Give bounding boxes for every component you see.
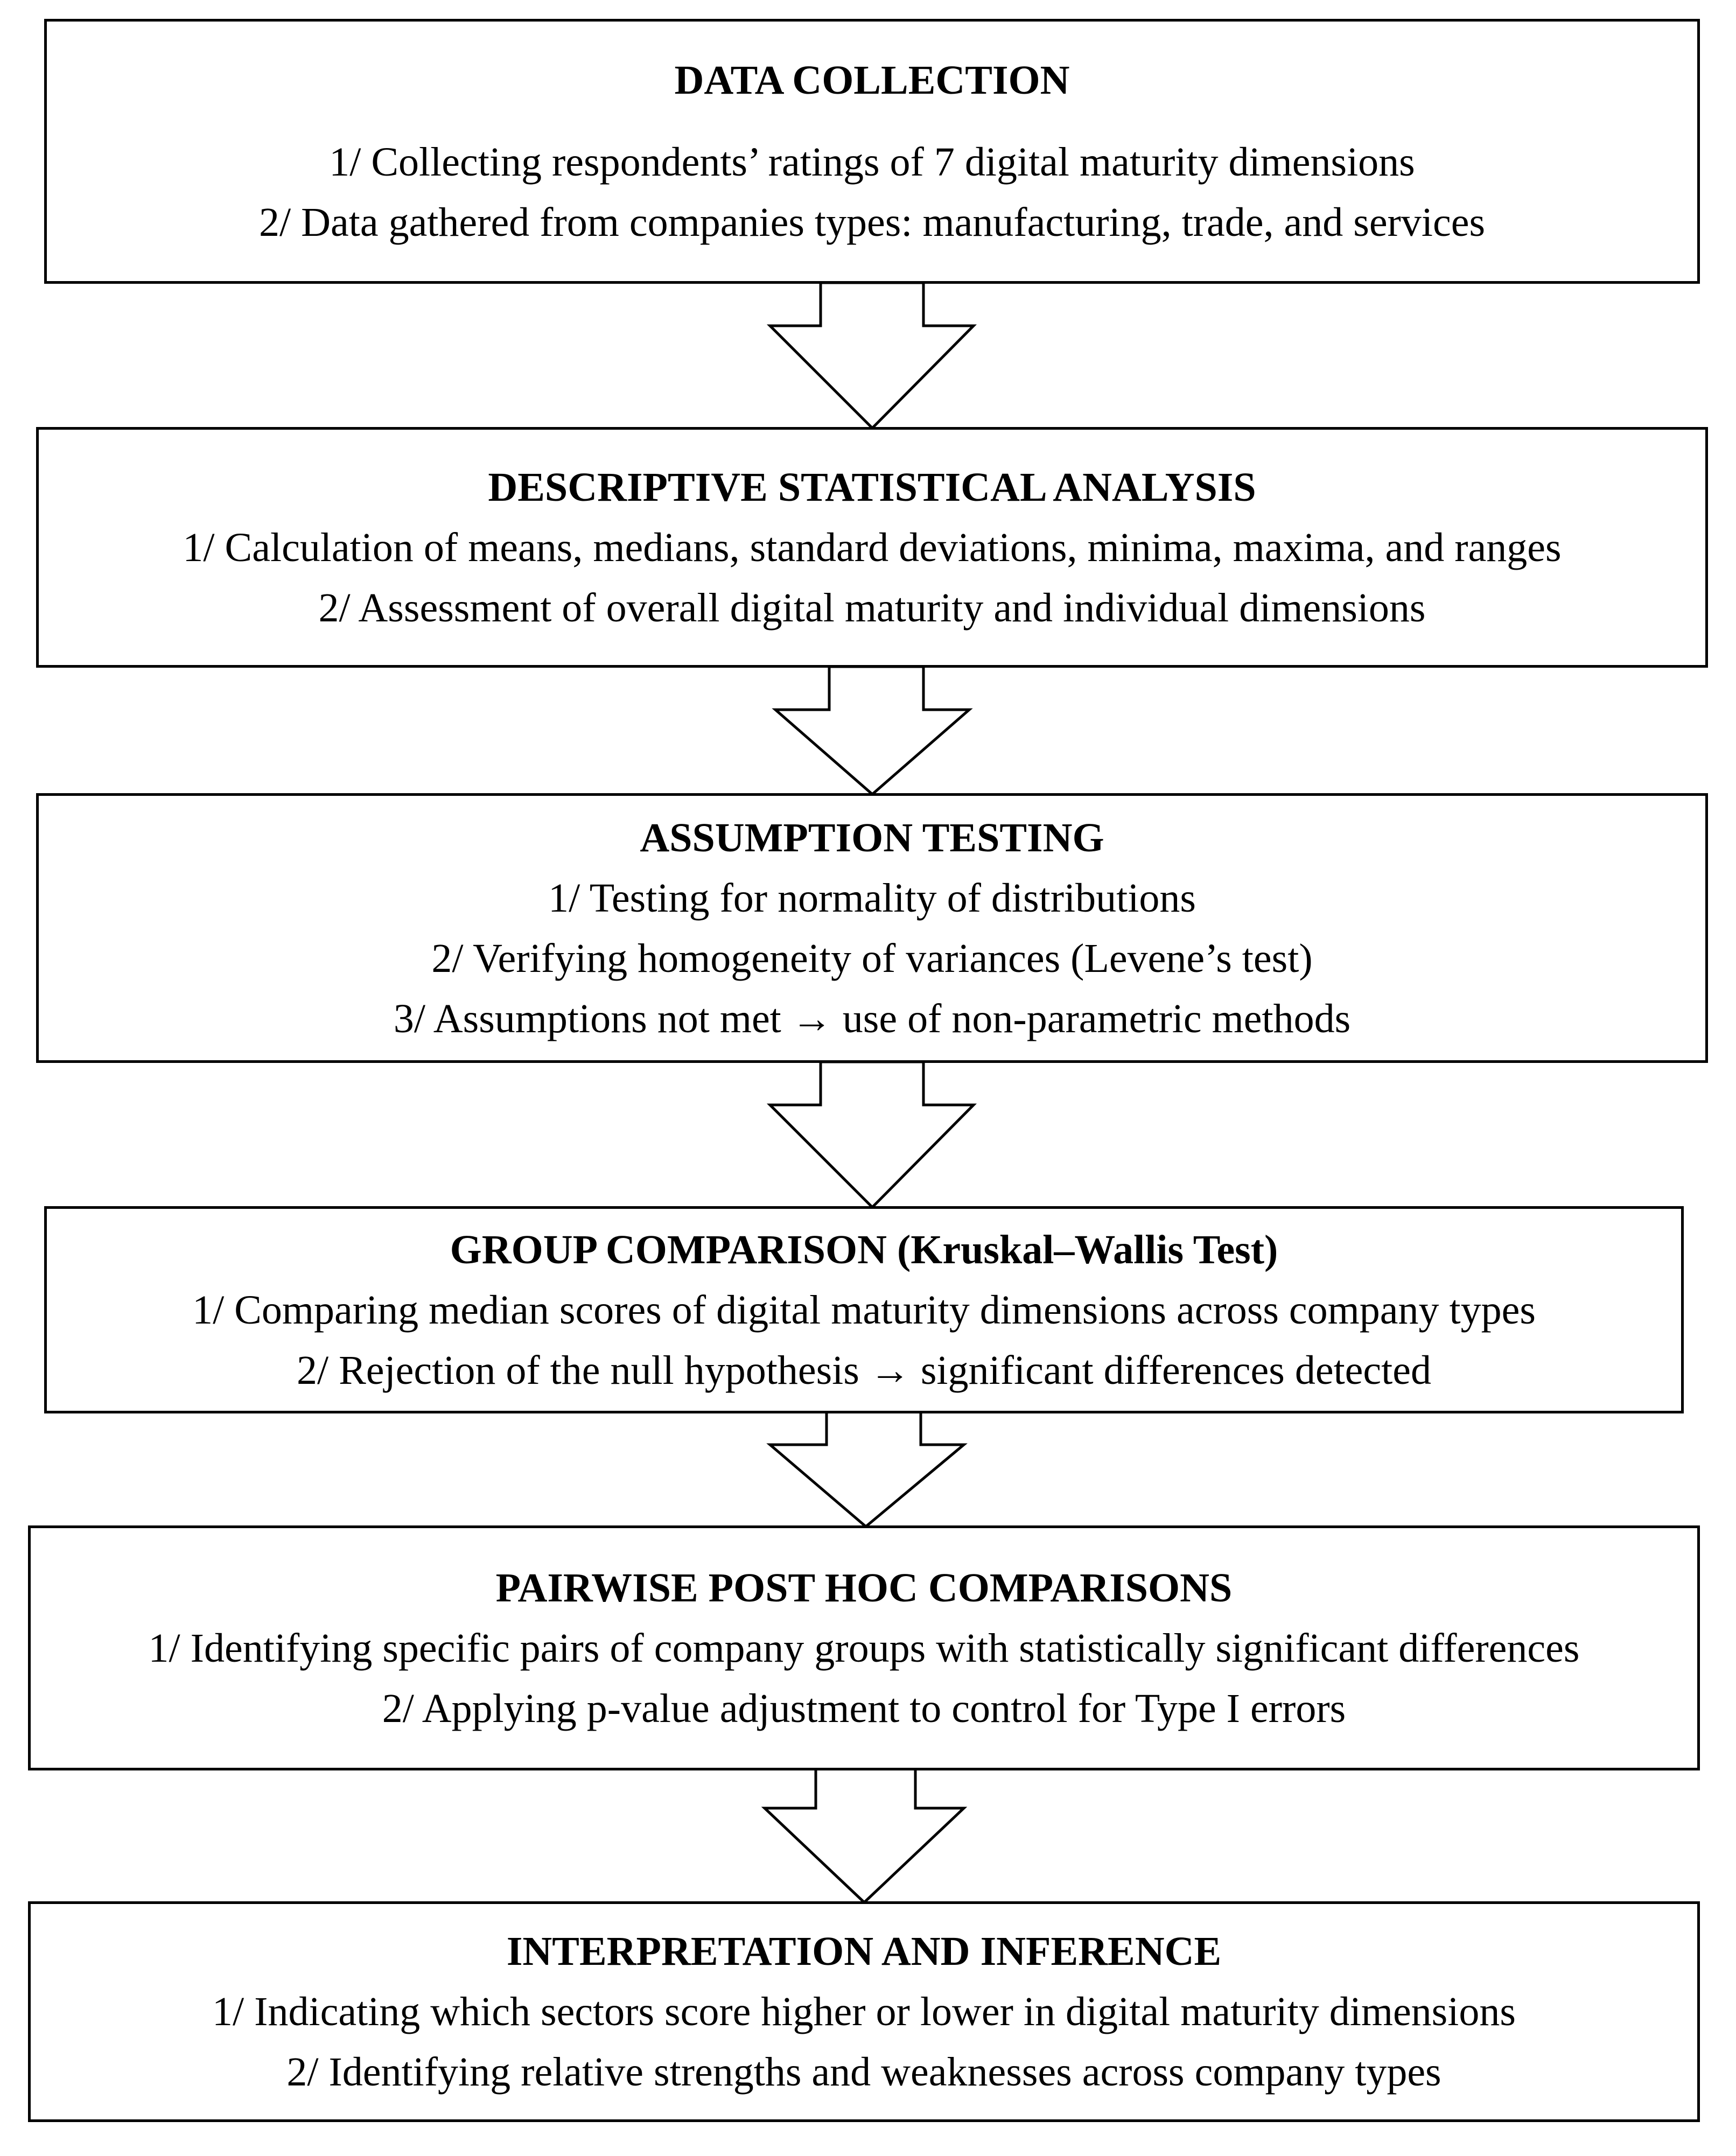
arrow-1-to-2 [766,281,977,430]
step-group-comparison: GROUP COMPARISON (Kruskal–Wallis Test) 1… [44,1206,1684,1413]
arrow-5-to-6 [761,1767,968,1905]
arrow-2-to-3 [772,665,973,796]
step-line: 1/ Testing for normality of distribution… [548,875,1196,921]
step-interpretation-and-inference: INTERPRETATION AND INFERENCE 1/ Indicati… [28,1901,1700,2122]
step-pairwise-post-hoc-comparisons: PAIRWISE POST HOC COMPARISONS 1/ Identif… [28,1525,1700,1770]
step-line: 1/ Identifying specific pairs of company… [148,1625,1580,1671]
arrow-3-to-4 [766,1060,977,1209]
step-line: 3/ Assumptions not met → use of non-para… [393,996,1351,1041]
step-line: 1/ Collecting respondents’ ratings of 7 … [329,139,1415,185]
step-data-collection: DATA COLLECTION 1/ Collecting respondent… [44,19,1700,284]
arrow-4-to-5 [766,1410,968,1529]
step-title: DESCRIPTIVE STATISTICAL ANALYSIS [488,464,1256,510]
step-line: 2/ Data gathered from companies types: m… [258,200,1486,245]
step-line: 2/ Assessment of overall digital maturit… [318,585,1426,631]
step-title: ASSUMPTION TESTING [640,815,1104,860]
step-line: 1/ Indicating which sectors score higher… [212,1989,1516,2034]
step-title: DATA COLLECTION [674,58,1070,103]
step-line: 2/ Identifying relative strengths and we… [286,2049,1441,2095]
step-title: INTERPRETATION AND INFERENCE [506,1929,1222,1974]
step-line: 1/ Calculation of means, medians, standa… [183,524,1562,570]
step-descriptive-statistical-analysis: DESCRIPTIVE STATISTICAL ANALYSIS 1/ Calc… [36,427,1708,668]
step-title: GROUP COMPARISON (Kruskal–Wallis Test) [450,1227,1278,1272]
step-line: 2/ Applying p-value adjustment to contro… [382,1685,1346,1731]
step-line: 1/ Comparing median scores of digital ma… [192,1287,1536,1333]
step-title: PAIRWISE POST HOC COMPARISONS [495,1565,1233,1611]
step-assumption-testing: ASSUMPTION TESTING 1/ Testing for normal… [36,793,1708,1063]
step-line: 2/ Rejection of the null hypothesis → si… [297,1347,1431,1393]
step-line: 2/ Verifying homogeneity of variances (L… [431,935,1313,981]
